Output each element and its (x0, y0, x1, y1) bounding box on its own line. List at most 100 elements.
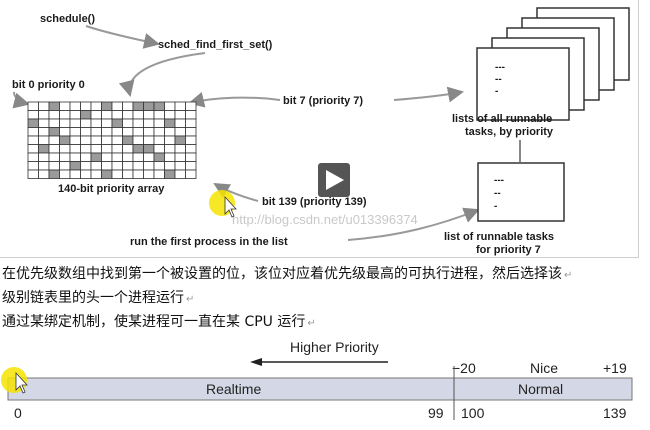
priority-bit-cell (143, 152, 155, 162)
priority-bit-cell (90, 161, 102, 171)
priority7-list-box (477, 162, 565, 222)
priority-bit-cell (38, 144, 50, 154)
priority-bit-cell (122, 161, 134, 171)
priority-bit-cell (185, 169, 197, 179)
priority-bit-cell (143, 101, 155, 111)
priority-bit-cell (132, 101, 144, 111)
priority-bit-cell (164, 127, 176, 137)
priority-bit-cell (164, 118, 176, 128)
priority-bit-cell (143, 169, 155, 179)
nice-min: −20 (452, 360, 476, 376)
tick-0: 0 (14, 405, 22, 421)
priority-bit-cell (27, 169, 39, 179)
priority-bit-cell (90, 169, 102, 179)
priority-bit-cell (185, 161, 197, 171)
priority-bit-cell (69, 152, 81, 162)
schedule-arrow (85, 25, 160, 49)
bit0-label: bit 0 priority 0 (12, 79, 85, 91)
list-dash-3: - (494, 201, 497, 212)
priority-bit-cell (132, 127, 144, 137)
priority-bit-cell (185, 144, 197, 154)
priority-bit-cell (122, 152, 134, 162)
priority-bit-cell (48, 144, 60, 154)
priority-bit-cell (59, 118, 71, 128)
priority-bit-cell (48, 110, 60, 120)
priority-bit-cell (111, 110, 123, 120)
priority-bit-cell (27, 101, 39, 111)
priority-bit-cell (153, 110, 165, 120)
priority-bit-cell (48, 101, 60, 111)
priority-bit-cell (38, 127, 50, 137)
priority-bit-cell (132, 110, 144, 120)
priority-bit-cell (185, 152, 197, 162)
priority-bit-cell (80, 161, 92, 171)
priority-bit-cell (174, 152, 186, 162)
priority-bit-cell (164, 144, 176, 154)
priority-bit-cell (59, 144, 71, 154)
priority-bit-cell (153, 169, 165, 179)
priority-bit-cell (111, 152, 123, 162)
priority-bit-cell (69, 127, 81, 137)
description-line-3: 通过某绑定机制，使某进程可一直在某 CPU 运行↵ (2, 311, 316, 331)
para-mark-2: ↵ (186, 294, 195, 305)
priority-bit-cell (80, 169, 92, 179)
description-line-3-text: 通过某绑定机制，使某进程可一直在某 CPU 运行 (2, 314, 306, 330)
priority-bit-cell (143, 118, 155, 128)
priority-bit-cell (164, 169, 176, 179)
list-prio7-line1: list of runnable tasks (444, 231, 554, 243)
list-prio7-line2: for priority 7 (476, 244, 541, 256)
priority-bit-cell (80, 127, 92, 137)
priority-bit-cell (48, 127, 60, 137)
priority-bit-cell (132, 135, 144, 145)
bit139-label: bit 139 (priority 139) (262, 196, 367, 208)
priority-bit-cell (164, 110, 176, 120)
play-button[interactable] (318, 163, 350, 197)
priority-bit-cell (164, 101, 176, 111)
priority-bit-cell (143, 110, 155, 120)
description-line-2-text: 级别链表里的头一个进程运行 (2, 290, 184, 306)
cursor-icon (224, 195, 237, 218)
priority-bit-cell (185, 118, 197, 128)
priority-bit-cell (80, 118, 92, 128)
priority-bit-cell (48, 152, 60, 162)
priority-bit-cell (174, 135, 186, 145)
priority-bit-cell (27, 144, 39, 154)
description-line-2: 级别链表里的头一个进程运行↵ (2, 287, 194, 307)
arrowhead-icon (250, 358, 262, 366)
priority-bit-cell (48, 135, 60, 145)
priority-bit-cell (90, 101, 102, 111)
priority-bit-cell (185, 110, 197, 120)
find-arrow (118, 52, 206, 97)
priority-bit-cell (122, 169, 134, 179)
priority-bit-cell (174, 118, 186, 128)
priority-bit-cell (80, 110, 92, 120)
list-dash-1: --- (494, 175, 504, 186)
priority-bit-cell (174, 161, 186, 171)
priority-bit-cell (59, 127, 71, 137)
priority-bit-cell (185, 101, 197, 111)
priority-bit-cell (101, 101, 113, 111)
priority-bit-cell (69, 161, 81, 171)
para-mark-3: ↵ (307, 318, 316, 329)
priority-bit-cell (111, 144, 123, 154)
priority-bit-cell (90, 152, 102, 162)
priority-bit-cell (27, 110, 39, 120)
lists-all-line2: tasks, by priority (465, 126, 554, 138)
priority-bit-cell (38, 152, 50, 162)
priority-bit-cell (69, 101, 81, 111)
priority-bit-cell (111, 118, 123, 128)
priority-bit-cell (69, 110, 81, 120)
array-label: 140-bit priority array (58, 183, 165, 195)
schedule-label: schedule() (40, 13, 95, 25)
task-lists-stack: --- -- - (476, 7, 630, 121)
priority-bit-cell (164, 161, 176, 171)
priority-bit-cell (69, 144, 81, 154)
stack-dash-3: - (495, 86, 498, 97)
priority-bit-cell (90, 127, 102, 137)
priority-bit-cell (80, 135, 92, 145)
priority-bit-cell (143, 144, 155, 154)
stack-dash-1: --- (495, 62, 505, 73)
priority-bit-cell (101, 110, 113, 120)
priority-bit-cell (101, 127, 113, 137)
priority-bit-cell (38, 169, 50, 179)
